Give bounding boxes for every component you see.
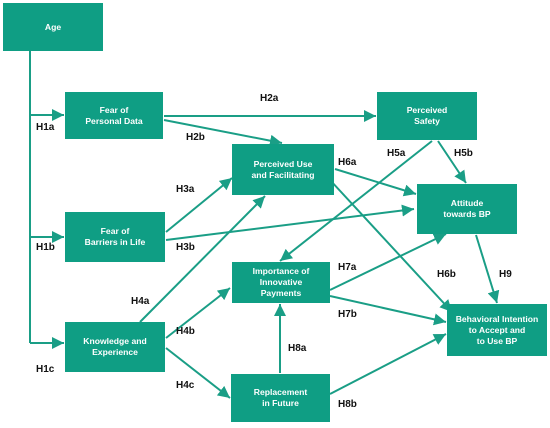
knowledge-line1: Knowledge and	[83, 336, 147, 346]
h3a-arrow	[165, 177, 233, 233]
perceived-safety-line1: Perceived	[406, 105, 448, 115]
h9-label: H9	[499, 269, 512, 280]
fear-barriers-line2: Barriers in Life	[84, 237, 146, 247]
h6a-label: H6a	[338, 157, 357, 168]
age-node: Age	[3, 3, 103, 51]
behavioral-node: Behavioral Intention to Accept and to Us…	[447, 304, 547, 356]
knowledge-node: Knowledge and Experience	[65, 322, 165, 372]
behavioral-line2: to Accept and	[468, 324, 526, 335]
fear-personal-data-line2: Personal Data	[85, 115, 143, 126]
h4a-label: H4a	[131, 296, 150, 307]
h3b-label: H3b	[176, 242, 195, 253]
h2b-arrow	[163, 119, 283, 147]
h5a-label: H5a	[387, 148, 406, 159]
behavioral-line3: to Use BP	[476, 335, 518, 346]
h1b-label: H1b	[36, 242, 55, 253]
fear-barriers-node: Fear of Barriers in Life	[65, 212, 165, 262]
h6b-arrow	[329, 179, 453, 313]
h4a-arrow	[139, 195, 266, 323]
perceived-use-line2: and Facilitating	[251, 169, 315, 180]
fear-personal-data-line1: Fear of	[99, 104, 129, 115]
h3b-arrow	[165, 204, 415, 241]
attitude-node: Attitude towards BP	[417, 184, 517, 234]
attitude-line2: towards BP	[443, 209, 491, 219]
h7a-arrow	[329, 233, 447, 291]
fear-personal-data-node: Fear of Personal Data	[65, 92, 163, 139]
h8b-arrow	[329, 333, 447, 395]
replacement-line2: in Future	[262, 398, 299, 408]
knowledge-line2: Experience	[92, 347, 138, 357]
perceived-safety-node: Perceived Safety	[377, 92, 477, 140]
h4b-label: H4b	[176, 326, 195, 337]
h4c-label: H4c	[176, 380, 195, 391]
h4c-arrow	[165, 347, 231, 399]
h6b-label: H6b	[437, 269, 456, 280]
h3a-label: H3a	[176, 184, 195, 195]
h7a-label: H7a	[338, 262, 357, 273]
h2b-label: H2b	[186, 132, 205, 143]
h2a-label: H2a	[260, 93, 279, 104]
h5b-label: H5b	[454, 148, 473, 159]
h9-arrow	[475, 234, 500, 304]
h7b-label: H7b	[338, 309, 357, 320]
h5a-arrow	[279, 140, 433, 262]
importance-line2: Innovative	[259, 277, 303, 287]
fear-barriers-line1: Fear of	[100, 226, 130, 236]
h6a-arrow	[334, 168, 417, 197]
importance-node: Importance of Innovative Payments	[232, 262, 330, 303]
h1a-label: H1a	[36, 122, 55, 133]
attitude-line1: Attitude	[450, 198, 484, 208]
h8b-label: H8b	[338, 399, 357, 410]
perceived-safety-line2: Safety	[414, 116, 440, 126]
h8a-label: H8a	[288, 343, 307, 354]
h1c-label: H1c	[36, 364, 55, 375]
h7b-arrow	[329, 295, 447, 326]
behavioral-line1: Behavioral Intention	[455, 313, 539, 324]
h5b-arrow	[437, 140, 467, 184]
perceived-use-node: Perceived Use and Facilitating	[232, 144, 334, 195]
perceived-use-line1: Perceived Use	[253, 158, 313, 169]
age-label: Age	[44, 21, 62, 32]
h4b-arrow	[165, 287, 231, 339]
replacement-node: Replacement in Future	[231, 374, 330, 422]
importance-line3: Payments	[260, 288, 302, 298]
replacement-line1: Replacement	[253, 387, 308, 397]
importance-line1: Importance of	[252, 266, 310, 276]
